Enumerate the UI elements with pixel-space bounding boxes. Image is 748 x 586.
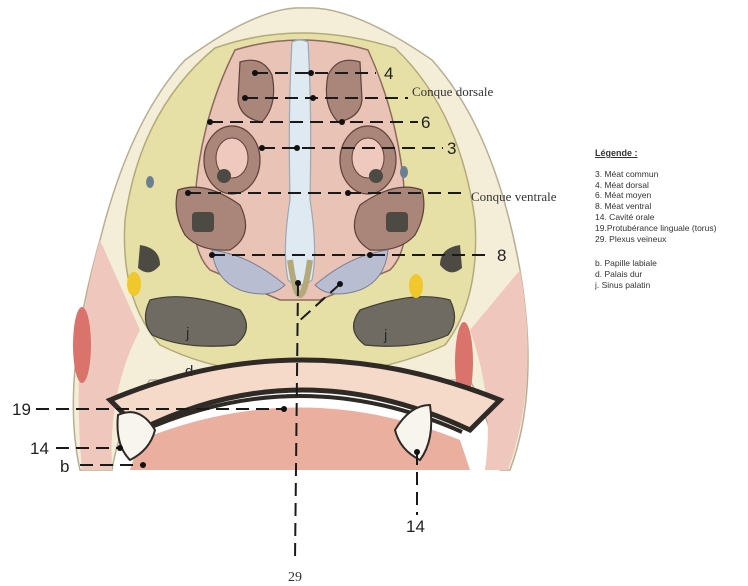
legend-item: d. Palais dur <box>595 269 745 280</box>
label-b: b <box>60 457 69 476</box>
middle-concha-right <box>340 126 396 194</box>
dorsal-concha-left <box>238 60 274 122</box>
label-j-right: j <box>383 327 387 344</box>
legend-item: 14. Cavité orale <box>595 212 745 223</box>
vessel-right <box>400 166 408 178</box>
legend-item: 4. Méat dorsal <box>595 180 745 191</box>
muscle-left <box>73 307 91 383</box>
label-4: 4 <box>384 64 393 83</box>
label-conque-dorsale: Conque dorsale <box>412 84 493 99</box>
legend-item: 8. Méat ventral <box>595 201 745 212</box>
legend-item: 6. Méat moyen <box>595 190 745 201</box>
legend: Légende : 3. Méat commun 4. Méat dorsal … <box>595 148 745 291</box>
label-j-left: j <box>185 325 189 342</box>
legend-item: 3. Méat commun <box>595 169 745 180</box>
ventral-dark-right <box>386 212 408 232</box>
label-d: d <box>185 363 193 380</box>
label-29: 29 <box>288 570 302 585</box>
dorsal-concha-right <box>326 60 362 122</box>
legend-title: Légende : <box>595 148 745 159</box>
label-19: 19 <box>12 400 31 419</box>
legend-item: b. Papille labiale <box>595 258 745 269</box>
legend-item: j. Sinus palatin <box>595 280 745 291</box>
ventral-dark-left <box>192 212 214 232</box>
legend-item: 19.Protubérance linguale (torus) <box>595 223 745 234</box>
middle-concha-left <box>204 126 260 194</box>
label-conque-ventrale: Conque ventrale <box>471 189 557 204</box>
label-8: 8 <box>497 246 506 265</box>
yellow-spot-right <box>409 274 423 298</box>
nasal-septum <box>285 40 314 285</box>
label-14-bottom: 14 <box>406 517 425 536</box>
legend-item: 29. Plexus veineux <box>595 234 745 245</box>
label-6: 6 <box>421 113 430 132</box>
vessel-left <box>146 176 154 188</box>
yellow-spot-left <box>127 272 141 296</box>
label-3: 3 <box>447 139 456 158</box>
label-14-left: 14 <box>30 439 49 458</box>
